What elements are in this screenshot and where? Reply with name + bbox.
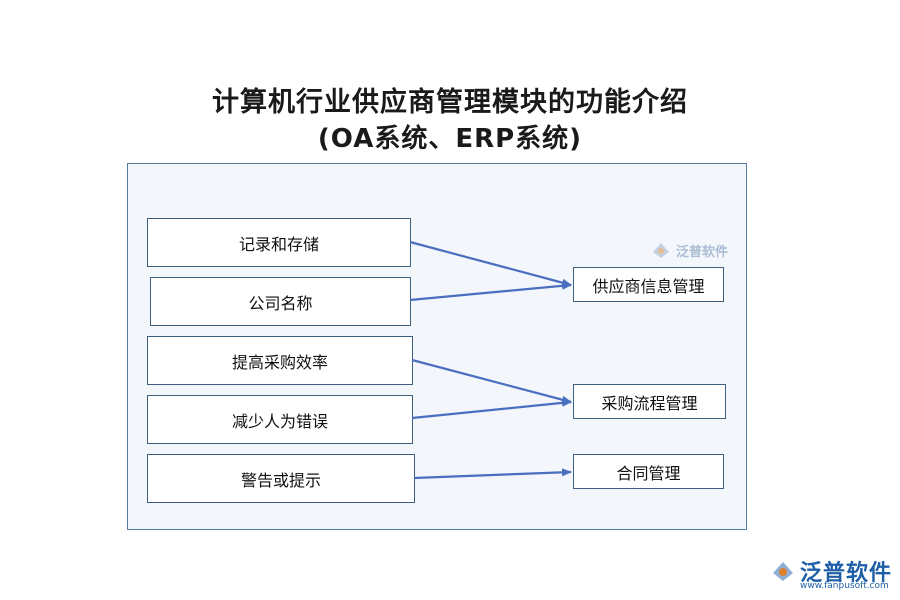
box-label: 采购流程管理 xyxy=(601,393,698,413)
arrow-efficiency-to-procurement xyxy=(411,358,572,404)
arrow-company-to-supplier xyxy=(409,281,572,302)
page-title: 计算机行业供应商管理模块的功能介绍 xyxy=(212,87,688,118)
brand-name: 泛普软件 xyxy=(800,561,893,586)
box-label: 警告或提示 xyxy=(240,470,321,490)
function-box-warning: 警告或提示 xyxy=(147,454,415,503)
function-box-efficiency: 提高采购效率 xyxy=(147,336,413,385)
arrow-record-to-supplier xyxy=(409,240,572,287)
function-box-errors: 减少人为错误 xyxy=(147,395,413,444)
box-label: 记录和存储 xyxy=(238,234,319,254)
box-label: 减少人为错误 xyxy=(231,411,328,431)
box-label: 公司名称 xyxy=(248,293,313,313)
module-box-procurement: 采购流程管理 xyxy=(573,384,726,419)
arrow-warning-to-contract xyxy=(413,468,572,480)
brand-watermark: 泛普软件 xyxy=(770,555,892,587)
function-box-record: 记录和存储 xyxy=(147,218,411,267)
box-label: 提高采购效率 xyxy=(231,352,328,372)
page-subtitle: (OA系统、ERP系统) xyxy=(317,124,583,154)
panel-watermark-text: 泛普软件 xyxy=(676,244,729,260)
fanpu-logo-icon xyxy=(773,562,793,581)
panel-watermark: 泛普软件 xyxy=(650,240,728,260)
module-box-contract: 合同管理 xyxy=(573,454,724,489)
module-box-supplier-info: 供应商信息管理 xyxy=(573,267,724,302)
arrow-errors-to-procurement xyxy=(411,398,572,420)
brand-url: www.fanpusoft.com xyxy=(800,581,889,591)
box-label: 合同管理 xyxy=(616,463,681,483)
box-label: 供应商信息管理 xyxy=(592,276,705,296)
function-box-company: 公司名称 xyxy=(150,277,411,326)
fanpu-logo-icon xyxy=(653,243,669,258)
